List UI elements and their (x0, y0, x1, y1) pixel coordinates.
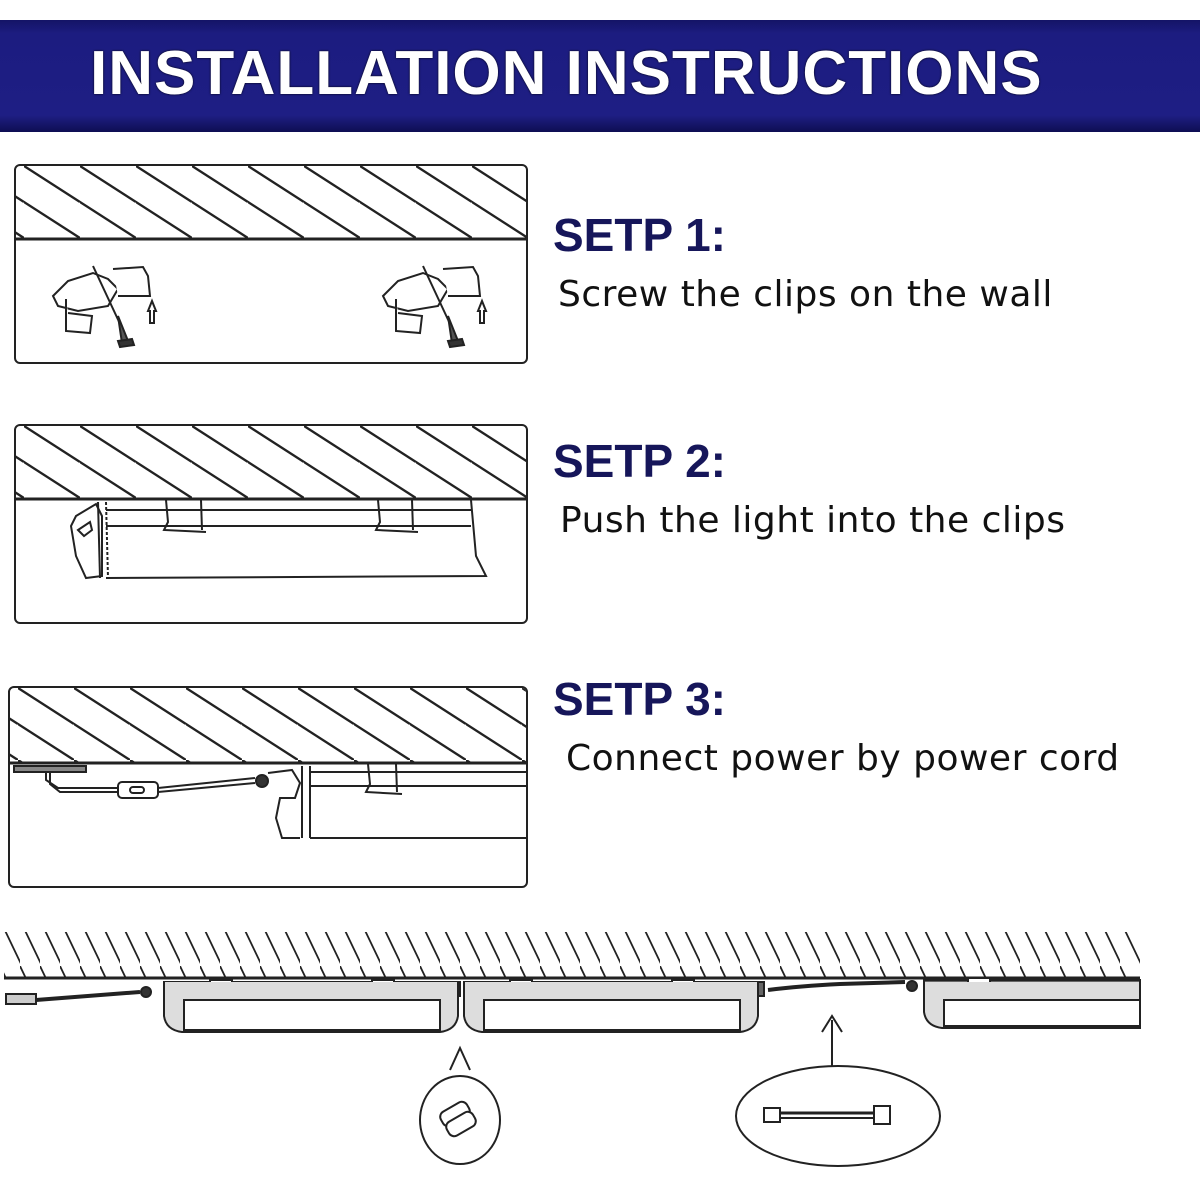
step-3-description: Connect power by power cord (566, 738, 1120, 779)
linked-lights-on-ceiling-icon (4, 932, 1141, 1167)
step-2-title: SETP 2: (553, 435, 726, 487)
step-3-title: SETP 3: (553, 673, 726, 725)
step-2-illustration (14, 424, 528, 624)
step-1-illustration (14, 164, 528, 364)
power-cord-connected-icon (10, 688, 526, 839)
light-pushed-into-clips-icon (16, 426, 526, 580)
clips-screwed-to-wall-icon (16, 166, 526, 349)
end-caps-callout (419, 1045, 501, 1165)
header-banner: INSTALLATION INSTRUCTIONS (0, 20, 1200, 132)
linking-cable-callout (735, 1014, 941, 1167)
step-1-description: Screw the clips on the wall (558, 274, 1053, 315)
linked-lights-diagram (0, 920, 1200, 1180)
step-3-illustration (8, 686, 528, 888)
step-1-title: SETP 1: (553, 209, 726, 261)
page-title: INSTALLATION INSTRUCTIONS (90, 39, 1043, 108)
step-2-description: Push the light into the clips (560, 500, 1066, 541)
